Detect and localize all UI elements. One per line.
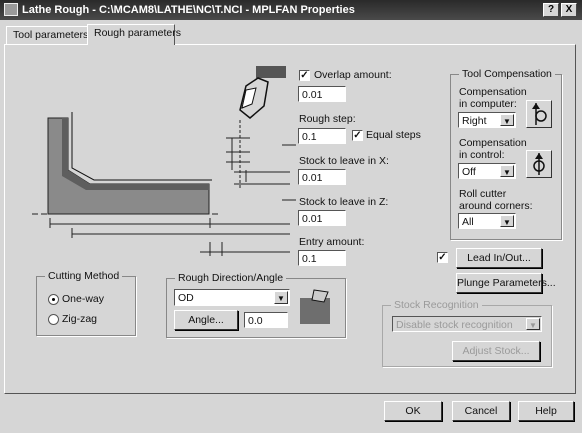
app-icon xyxy=(4,3,18,16)
ok-button[interactable]: OK xyxy=(384,401,442,421)
tool-compensation-group: Tool Compensation xyxy=(450,68,562,240)
entry-amount-label: Entry amount: xyxy=(299,236,365,248)
rough-direction-select[interactable]: OD ▼ xyxy=(174,289,290,306)
stock-recognition-value: Disable stock recognition xyxy=(396,319,513,331)
comp-computer-icon-button[interactable] xyxy=(526,100,552,128)
chevron-down-icon[interactable]: ▼ xyxy=(500,165,514,177)
comp-computer-value: Right xyxy=(462,115,487,127)
cancel-button[interactable]: Cancel xyxy=(452,401,510,421)
adjust-stock-button[interactable]: Adjust Stock... xyxy=(452,341,540,361)
zig-zag-label: Zig-zag xyxy=(62,313,98,325)
help-button[interactable]: Help xyxy=(518,401,574,421)
roll-cutter-label-2: around corners: xyxy=(459,200,533,212)
rough-diagram xyxy=(32,112,296,256)
comp-control-label-2: in control: xyxy=(459,149,505,161)
rough-parameters-panel xyxy=(4,44,576,394)
entry-amount-field[interactable]: 0.1 xyxy=(298,250,346,266)
rough-direction-group: Rough Direction/Angle xyxy=(166,272,346,338)
overlap-label: Overlap amount: xyxy=(314,69,392,81)
overlap-checkbox[interactable]: ✓ xyxy=(299,70,310,81)
tab-rough-parameters[interactable]: Rough parameters xyxy=(87,24,181,45)
stock-recognition-group: Stock Recognition xyxy=(382,299,552,367)
tab-tool-parameters[interactable]: Tool parameters xyxy=(6,26,88,44)
plunge-parameters-button[interactable]: Plunge Parameters... xyxy=(456,273,556,293)
cutting-method-label: Cutting Method xyxy=(45,270,123,282)
lead-in-out-button[interactable]: Lead In/Out... xyxy=(456,248,542,268)
help-title-button[interactable]: ? xyxy=(543,3,559,17)
chevron-down-icon[interactable]: ▼ xyxy=(500,215,514,227)
comp-off-icon xyxy=(533,153,545,175)
overlap-amount-field[interactable]: 0.01 xyxy=(298,86,346,102)
rough-direction-label: Rough Direction/Angle xyxy=(175,272,287,284)
one-way-radio[interactable] xyxy=(48,294,59,305)
equal-steps-label: Equal steps xyxy=(366,129,421,141)
stock-z-field[interactable]: 0.01 xyxy=(298,210,346,226)
chevron-down-icon[interactable]: ▼ xyxy=(500,114,514,126)
stock-x-field[interactable]: 0.01 xyxy=(298,169,346,185)
roll-cutter-label-1: Roll cutter xyxy=(459,188,507,200)
cutting-method-group: Cutting Method xyxy=(36,270,136,336)
roll-cutter-select[interactable]: All ▼ xyxy=(458,213,516,229)
stock-x-label: Stock to leave in X: xyxy=(299,155,389,167)
comp-computer-label-1: Compensation xyxy=(459,86,527,98)
zig-zag-radio[interactable] xyxy=(48,314,59,325)
rough-step-label: Rough step: xyxy=(299,113,356,125)
angle-field[interactable]: 0.0 xyxy=(244,312,288,328)
stock-recognition-select[interactable]: Disable stock recognition ▼ xyxy=(392,316,542,332)
rough-direction-preview-icon xyxy=(300,289,330,324)
angle-button[interactable]: Angle... xyxy=(174,310,238,330)
comp-computer-label-2: in computer: xyxy=(459,98,517,110)
window-title: Lathe Rough - C:\MCAM8\LATHE\NC\T.NCI - … xyxy=(22,4,355,16)
one-way-label: One-way xyxy=(62,293,105,305)
chevron-down-icon[interactable]: ▼ xyxy=(526,318,540,330)
rough-step-field[interactable]: 0.1 xyxy=(298,128,346,144)
roll-cutter-value: All xyxy=(462,216,474,228)
stock-z-label: Stock to leave in Z: xyxy=(299,196,389,208)
title-bar: Lathe Rough - C:\MCAM8\LATHE\NC\T.NCI - … xyxy=(0,0,582,20)
comp-right-icon xyxy=(532,103,547,125)
chevron-down-icon[interactable]: ▼ xyxy=(274,291,288,304)
tool-compensation-label: Tool Compensation xyxy=(459,68,555,80)
comp-control-label-1: Compensation xyxy=(459,137,527,149)
stock-recognition-label: Stock Recognition xyxy=(391,299,482,311)
equal-steps-checkbox[interactable]: ✓ xyxy=(352,130,363,141)
comp-computer-select[interactable]: Right ▼ xyxy=(458,112,516,128)
comp-control-select[interactable]: Off ▼ xyxy=(458,163,516,179)
rough-direction-value: OD xyxy=(178,292,194,304)
lead-in-out-checkbox[interactable]: ✓ xyxy=(437,252,448,263)
tool-insert-icon xyxy=(239,66,286,119)
comp-control-icon-button[interactable] xyxy=(526,150,552,178)
comp-control-value: Off xyxy=(462,166,476,178)
close-title-button[interactable]: X xyxy=(561,3,577,17)
